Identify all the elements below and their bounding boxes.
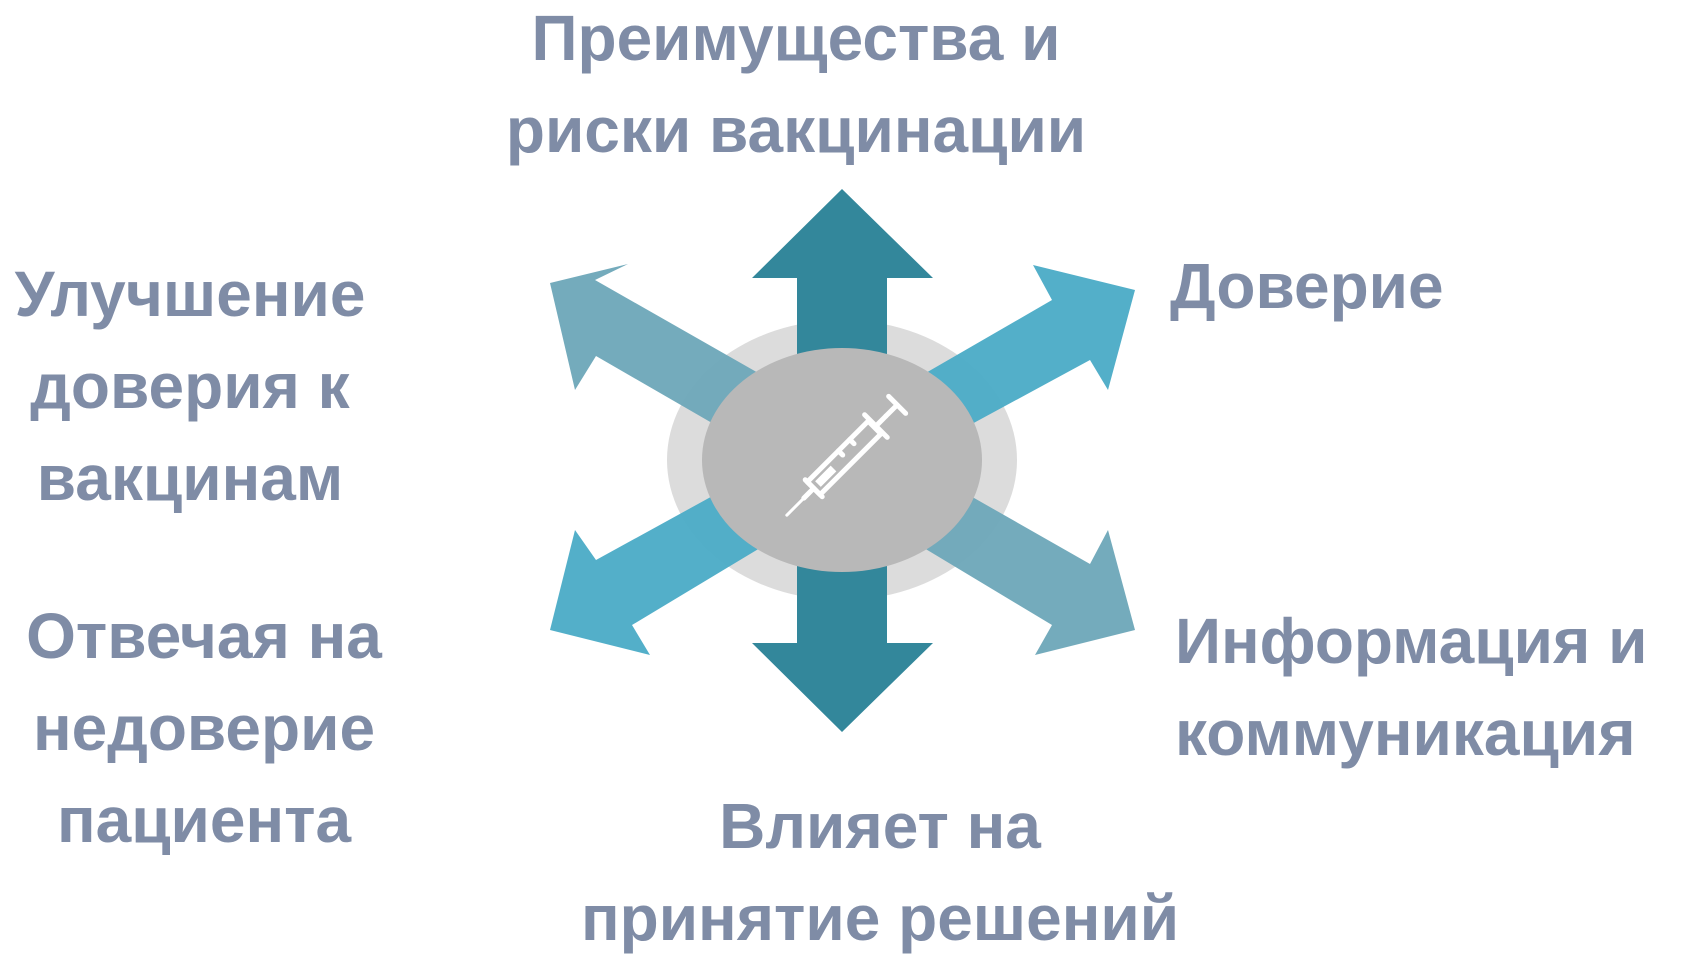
arrow-down <box>752 558 933 732</box>
label-trust: Доверие <box>1170 240 1590 332</box>
label-patient-distrust-line1: Отвечая на <box>26 600 382 672</box>
label-trust-line1: Доверие <box>1170 250 1444 322</box>
label-benefits-risks: Преимущества и риски вакцинации <box>486 0 1106 176</box>
label-decision-making-line1: Влияет на <box>719 790 1041 862</box>
label-benefits-risks-line1: Преимущества и <box>531 2 1061 74</box>
arrow-upper-left <box>550 264 760 438</box>
center-disk <box>702 348 982 572</box>
label-decision-making: Влияет на принятие решений <box>560 780 1200 964</box>
label-patient-distrust: Отвечая на недоверие пациента <box>14 590 394 866</box>
label-improving-vaccine-trust: Улучшение доверия к вакцинам <box>0 248 380 524</box>
label-patient-distrust-line3: пациента <box>56 784 352 856</box>
syringe-icon <box>785 393 909 517</box>
arrow-upper-right <box>924 265 1135 438</box>
label-improving-vaccine-trust-line3: вакцинам <box>36 442 344 514</box>
label-information-communication-line2: коммуникация <box>1175 697 1636 769</box>
label-information-communication: Информация и коммуникация <box>1175 595 1675 779</box>
hub-graphic <box>550 189 1135 732</box>
label-decision-making-line2: принятие решений <box>580 882 1180 954</box>
arrow-lower-left <box>550 482 760 655</box>
label-information-communication-line1: Информация и <box>1175 605 1648 677</box>
arrow-up <box>752 189 933 362</box>
label-benefits-risks-line2: риски вакцинации <box>505 94 1087 166</box>
label-improving-vaccine-trust-line1: Улучшение <box>14 258 366 330</box>
arrow-lower-right <box>924 482 1135 655</box>
label-patient-distrust-line2: недоверие <box>32 692 376 764</box>
label-improving-vaccine-trust-line2: доверия к <box>30 350 350 422</box>
